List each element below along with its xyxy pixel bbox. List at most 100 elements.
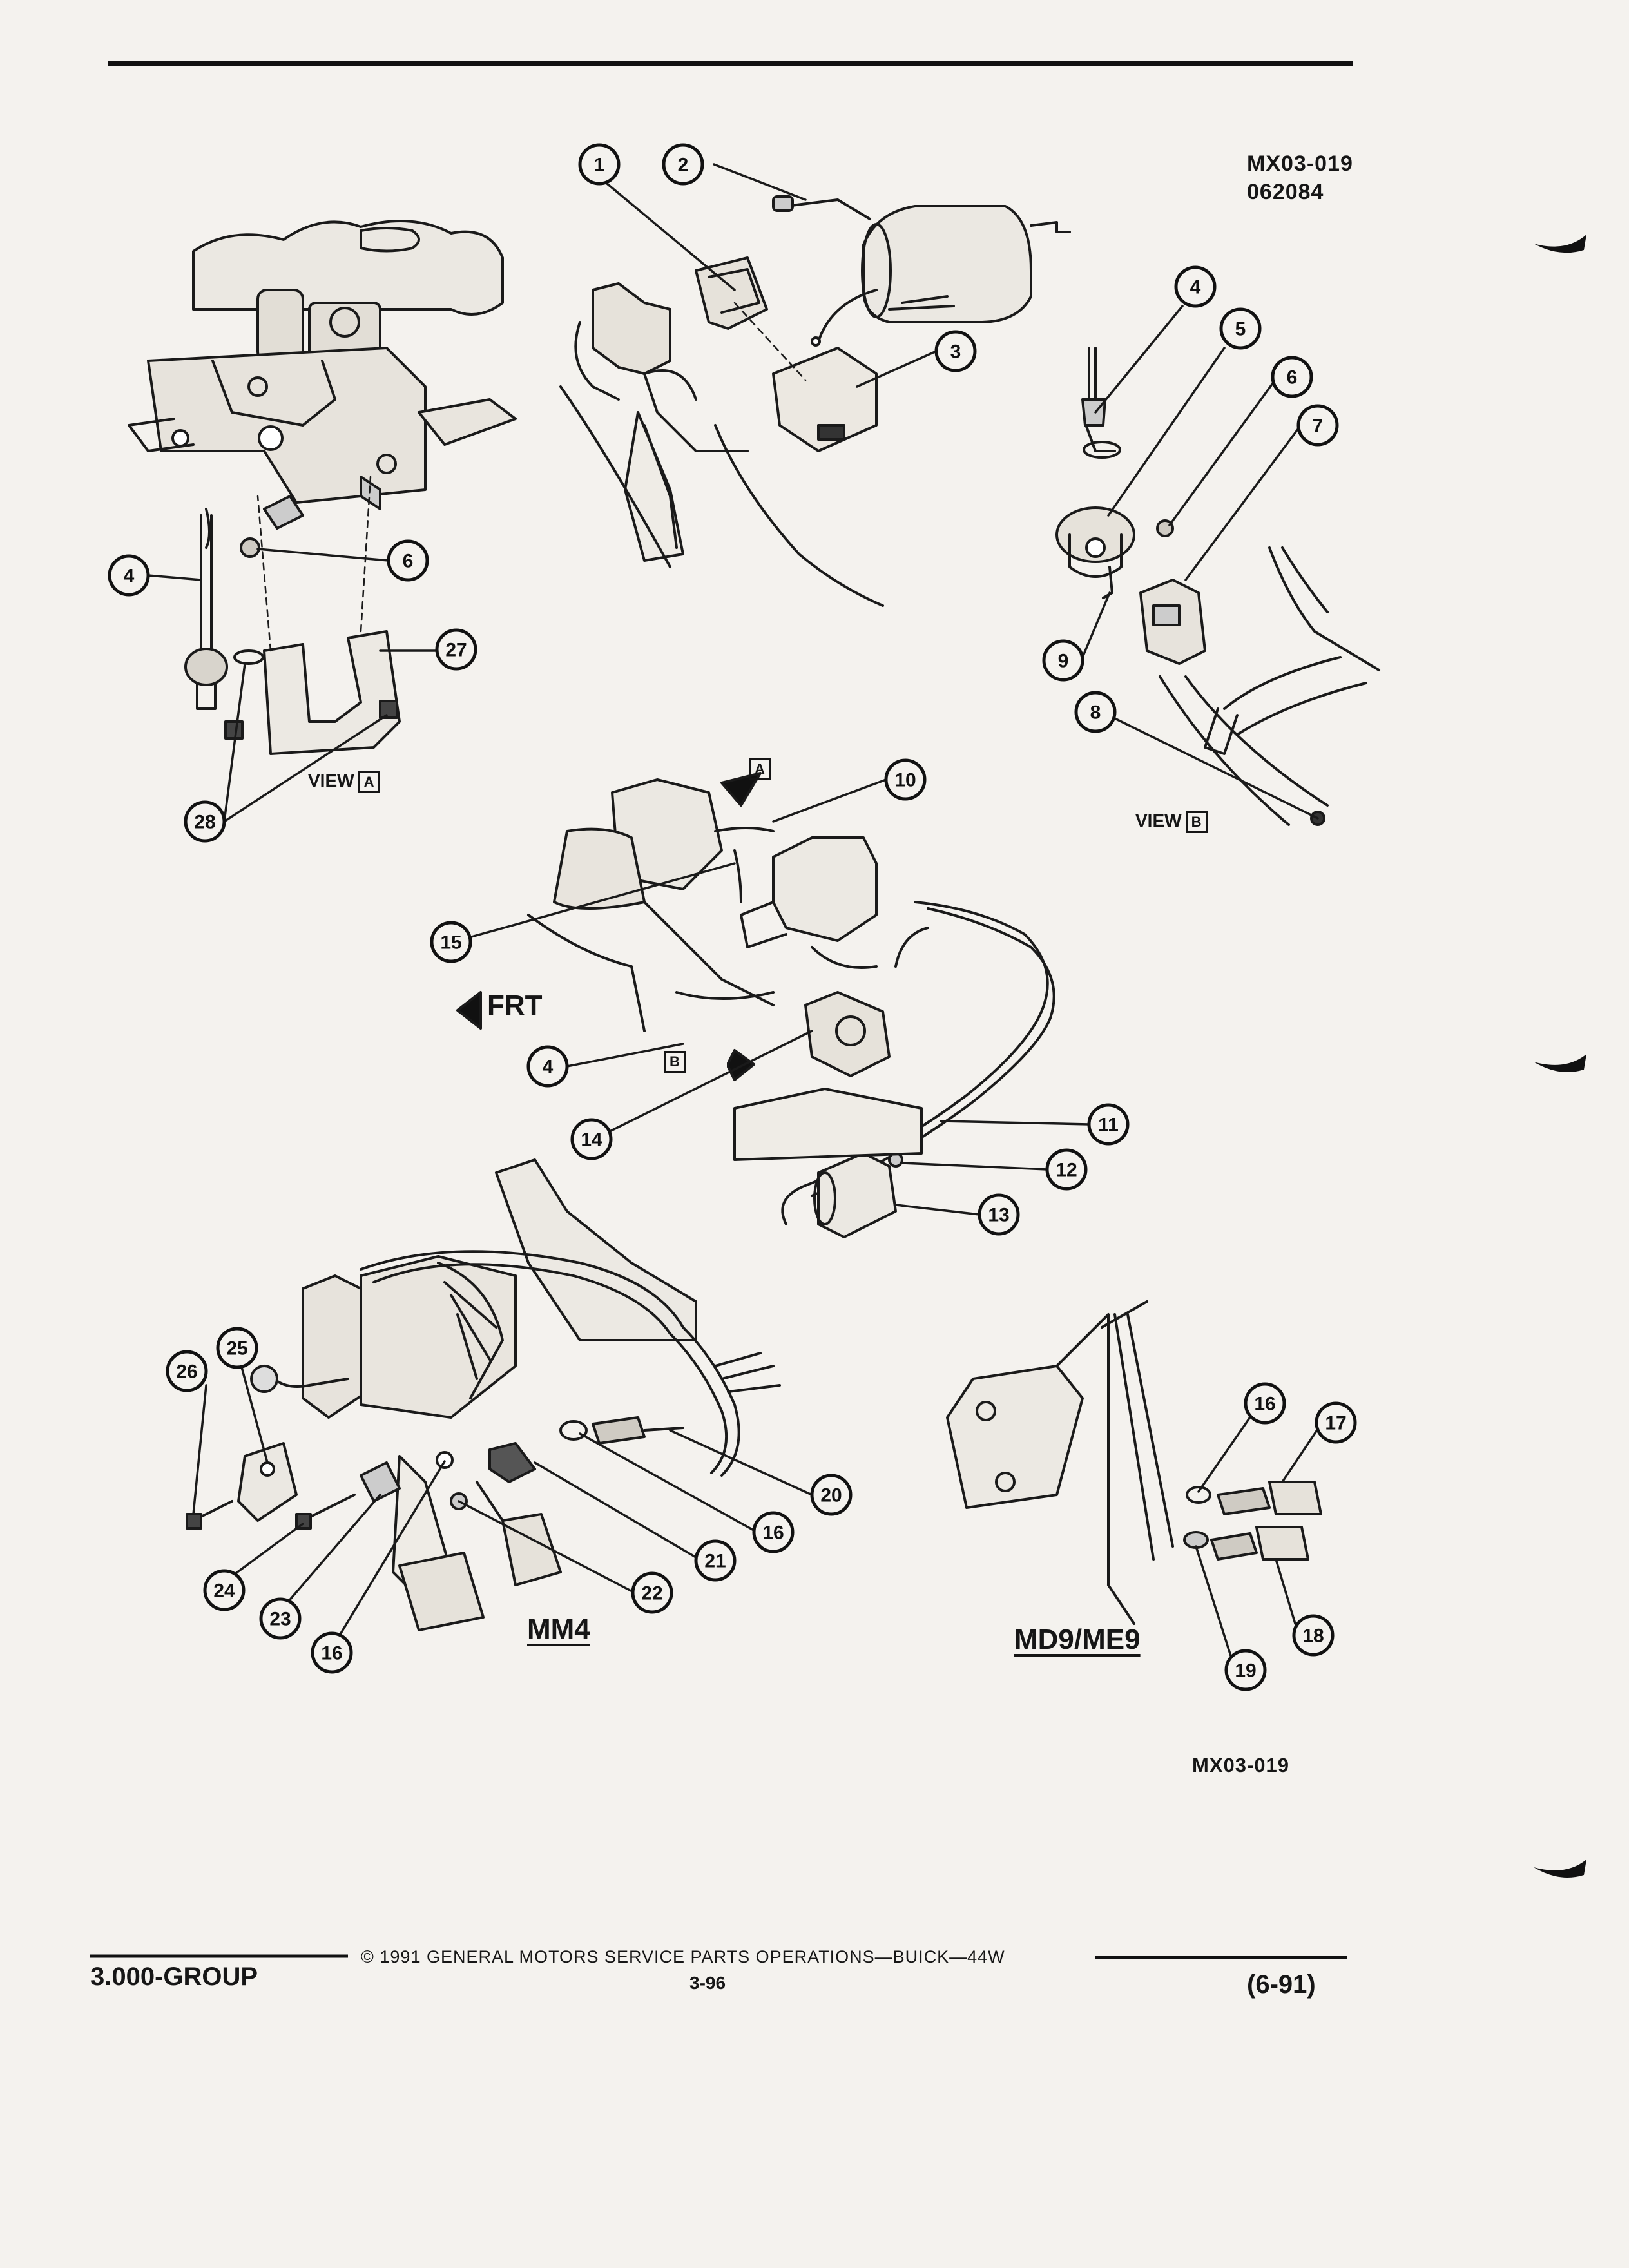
callout-11: 11: [1098, 1115, 1119, 1136]
callout-12-circle: [1045, 1148, 1088, 1191]
view-b-marker-box: B: [664, 1050, 686, 1073]
callout-16: 16: [762, 1523, 784, 1544]
frt-arrow: [456, 991, 482, 1030]
callout-6: 6: [403, 551, 414, 572]
callout-4: 4: [1190, 277, 1201, 298]
variant-label-md9-me9: MD9/ME9: [1014, 1624, 1141, 1655]
callout-4-circle: [526, 1045, 569, 1088]
callout-16: 16: [1254, 1394, 1275, 1415]
callout-6: 6: [1287, 367, 1298, 389]
figure-code-top: MX03-019 062084: [1247, 149, 1353, 206]
callout-14: 14: [581, 1129, 602, 1151]
callout-13: 13: [988, 1205, 1009, 1226]
view-a-box: A: [358, 771, 380, 793]
view-b-label-text: VIEW: [1135, 811, 1182, 831]
callout-1: 1: [594, 155, 605, 176]
callout-6-circle: [1271, 356, 1313, 398]
callout-16-circle: [1244, 1382, 1286, 1425]
callout-20: 20: [820, 1485, 842, 1506]
view-a-marker-box: A: [749, 758, 771, 780]
callout-24: 24: [213, 1581, 235, 1602]
callout-16-circle: [752, 1511, 795, 1553]
callout-4: 4: [543, 1057, 554, 1078]
callout-20-circle: [810, 1474, 853, 1516]
callout-18-circle: [1292, 1614, 1335, 1657]
callout-10-circle: [884, 758, 927, 801]
callout-28: 28: [194, 812, 215, 833]
footer-date: (6-91): [1247, 1970, 1316, 1999]
callout-27-circle: [435, 628, 477, 671]
callout-21-circle: [694, 1539, 737, 1582]
view-a-marker: A: [745, 758, 771, 780]
callout-12: 12: [1055, 1160, 1077, 1181]
figure-code-line-1: MX03-019: [1247, 151, 1353, 176]
callout-4: 4: [124, 566, 135, 587]
callout-10: 10: [894, 770, 916, 791]
view-a-arrow: [720, 772, 762, 807]
edge-mark: [1534, 1054, 1586, 1072]
callout-3-circle: [934, 330, 977, 372]
callout-22: 22: [641, 1583, 662, 1604]
callout-6-circle: [387, 539, 429, 582]
edge-mark: [1534, 1860, 1586, 1878]
callout-14-circle: [570, 1118, 613, 1160]
md9-me9-switch-illustration: [946, 1300, 1322, 1625]
callout-21: 21: [704, 1551, 726, 1572]
callout-28-circle: [184, 800, 226, 843]
figure-code-line-2: 062084: [1247, 180, 1324, 204]
callout-11-circle: [1087, 1103, 1130, 1146]
view-b-marker: B: [660, 1050, 686, 1073]
footer-page-number: 3-96: [689, 1973, 726, 1993]
callout-8: 8: [1090, 702, 1101, 724]
callout-16: 16: [321, 1643, 342, 1664]
vacuum-release-view-b-illustration: [1055, 347, 1380, 826]
callout-7: 7: [1313, 416, 1324, 437]
callout-7-circle: [1296, 404, 1339, 447]
callout-27: 27: [445, 640, 467, 661]
callout-18: 18: [1302, 1626, 1324, 1647]
footer-group: 3.000-GROUP: [90, 1963, 258, 1991]
callout-26-circle: [166, 1350, 208, 1392]
front-direction-label: FRT: [487, 990, 543, 1021]
callout-2-circle: [662, 143, 704, 186]
callout-5: 5: [1235, 319, 1246, 340]
callout-17: 17: [1325, 1413, 1346, 1434]
callout-24-circle: [203, 1569, 246, 1611]
callout-9: 9: [1058, 651, 1069, 672]
callout-5-circle: [1219, 307, 1262, 350]
view-a-label-text: VIEW: [308, 771, 354, 791]
view-b-box: B: [1185, 811, 1208, 833]
callout-16-circle: [311, 1631, 353, 1674]
callout-1-circle: [578, 143, 621, 186]
retainer-part-6-view-a: [240, 537, 260, 558]
callout-25: 25: [226, 1338, 247, 1360]
callout-8-circle: [1074, 691, 1117, 733]
callout-19-circle: [1224, 1649, 1267, 1691]
callout-4-circle: [1174, 265, 1217, 308]
figure-code-bottom: MX03-019: [1192, 1754, 1290, 1776]
variant-label-mm4: MM4: [527, 1613, 590, 1645]
cruise-module-pedal-illustration: [559, 195, 1071, 607]
bracket-part-27: [263, 630, 401, 755]
callout-23-circle: [259, 1597, 302, 1640]
footer-copyright: © 1991 GENERAL MOTORS SERVICE PARTS OPER…: [361, 1947, 1005, 1966]
callout-19: 19: [1235, 1660, 1256, 1682]
engine-carburetor-illustration: [128, 220, 517, 530]
cable-part-4-view-a: [184, 508, 228, 710]
bolt-part-28: [224, 649, 398, 740]
callout-4-circle: [108, 554, 150, 597]
callout-17-circle: [1315, 1401, 1357, 1444]
edge-mark: [1534, 235, 1586, 253]
callout-25-circle: [216, 1327, 258, 1369]
callout-23: 23: [269, 1609, 291, 1630]
callout-3: 3: [950, 341, 961, 363]
mm4-pedal-assembly-illustration: [186, 1158, 781, 1631]
callout-15-circle: [430, 921, 472, 963]
callout-15: 15: [440, 932, 461, 954]
callout-13-circle: [978, 1193, 1020, 1236]
engine-bay-illustration: [527, 778, 1055, 1238]
leader-lines: [147, 163, 1319, 1657]
